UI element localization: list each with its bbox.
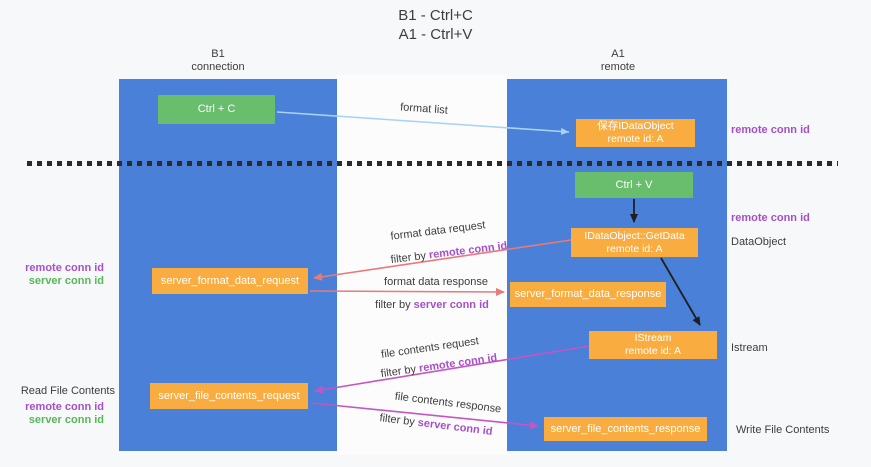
istream-side-label: Istream xyxy=(731,342,768,354)
right-lane-title: A1 xyxy=(611,48,625,60)
file-contents-request-arrow xyxy=(314,345,590,394)
file-contents-response-arrow xyxy=(310,402,539,430)
server-format-data-response-label: server_format_data_response xyxy=(514,288,662,300)
server-file-contents-request-label: server_file_contents_request xyxy=(158,389,300,402)
middle-strip xyxy=(337,75,507,455)
node-server-file-contents-response: server_file_contents_response xyxy=(544,417,707,441)
dataobject-label: DataObject xyxy=(731,236,787,248)
left-lane-header: B1 connection xyxy=(168,48,268,74)
node-server-file-contents-request: server_file_contents_request xyxy=(150,383,308,409)
left-server-conn-id-1: server conn id xyxy=(28,275,104,287)
node-save-idataobject: 保存IDataObject remote id: A xyxy=(576,119,695,147)
read-file-contents-label: Read File Contents xyxy=(20,385,115,397)
istream-line2: remote id: A xyxy=(624,345,682,357)
write-file-contents-label: Write File Contents xyxy=(736,424,830,436)
left-lane-title: B1 xyxy=(211,48,225,60)
node-istream: IStream remote id: A xyxy=(589,331,717,359)
left-remote-conn-id-1: remote conn id xyxy=(25,262,104,274)
format-data-response-label: format data response xyxy=(384,276,488,288)
server-format-data-request-label: server_format_data_request xyxy=(160,274,300,287)
node-server-format-data-response: server_format_data_response xyxy=(510,282,666,307)
server-conn-id-text: server conn id xyxy=(413,299,489,311)
node-ctrl-c: Ctrl + C xyxy=(158,95,275,124)
filter-by-text: filter by xyxy=(375,299,414,311)
left-server-conn-id-2: server conn id xyxy=(28,414,104,426)
format-data-response-arrow xyxy=(309,287,505,296)
left-conn-id-group-1: remote conn id server conn id xyxy=(0,262,104,288)
node-ctrl-v: Ctrl + V xyxy=(575,172,693,198)
left-label-group-2: Read File Contents remote conn id server… xyxy=(0,385,115,427)
left-remote-conn-id-2: remote conn id xyxy=(25,401,104,413)
right-lane-header: A1 remote xyxy=(568,48,668,74)
node-idataobject-getdata: IDataObject::GetData remote id: A xyxy=(571,228,698,257)
getdata-line1: IDataObject::GetData xyxy=(584,229,685,242)
format-data-request-arrow xyxy=(313,239,572,281)
save-idataobject-line1: 保存IDataObject xyxy=(597,120,674,132)
istream-line1: IStream xyxy=(634,332,672,344)
getdata-line2: remote id: A xyxy=(606,242,663,255)
ctrl-v-label: Ctrl + V xyxy=(615,178,653,191)
node-server-format-data-request: server_format_data_request xyxy=(152,268,308,294)
right-remote-conn-id-mid: remote conn id xyxy=(731,212,810,224)
server-file-contents-response-label: server_file_contents_response xyxy=(550,422,701,435)
title-line-2: A1 - Ctrl+V xyxy=(398,26,473,43)
save-idataobject-line2: remote id: A xyxy=(607,133,664,145)
getdata-to-istream-arrow xyxy=(660,257,701,326)
format-list-arrow xyxy=(276,111,570,135)
clipboard-phase-separator xyxy=(27,161,838,166)
right-lane-subtitle: remote xyxy=(600,61,636,73)
title-line-1: B1 - Ctrl+C xyxy=(398,7,473,24)
format-data-response-filter-label: filter by server conn id xyxy=(375,299,489,311)
left-lane-subtitle: connection xyxy=(191,61,245,73)
right-remote-conn-id-top: remote conn id xyxy=(731,124,810,136)
ctrl-c-label: Ctrl + C xyxy=(197,103,236,115)
diagram-title: B1 - Ctrl+C A1 - Ctrl+V xyxy=(0,6,871,44)
